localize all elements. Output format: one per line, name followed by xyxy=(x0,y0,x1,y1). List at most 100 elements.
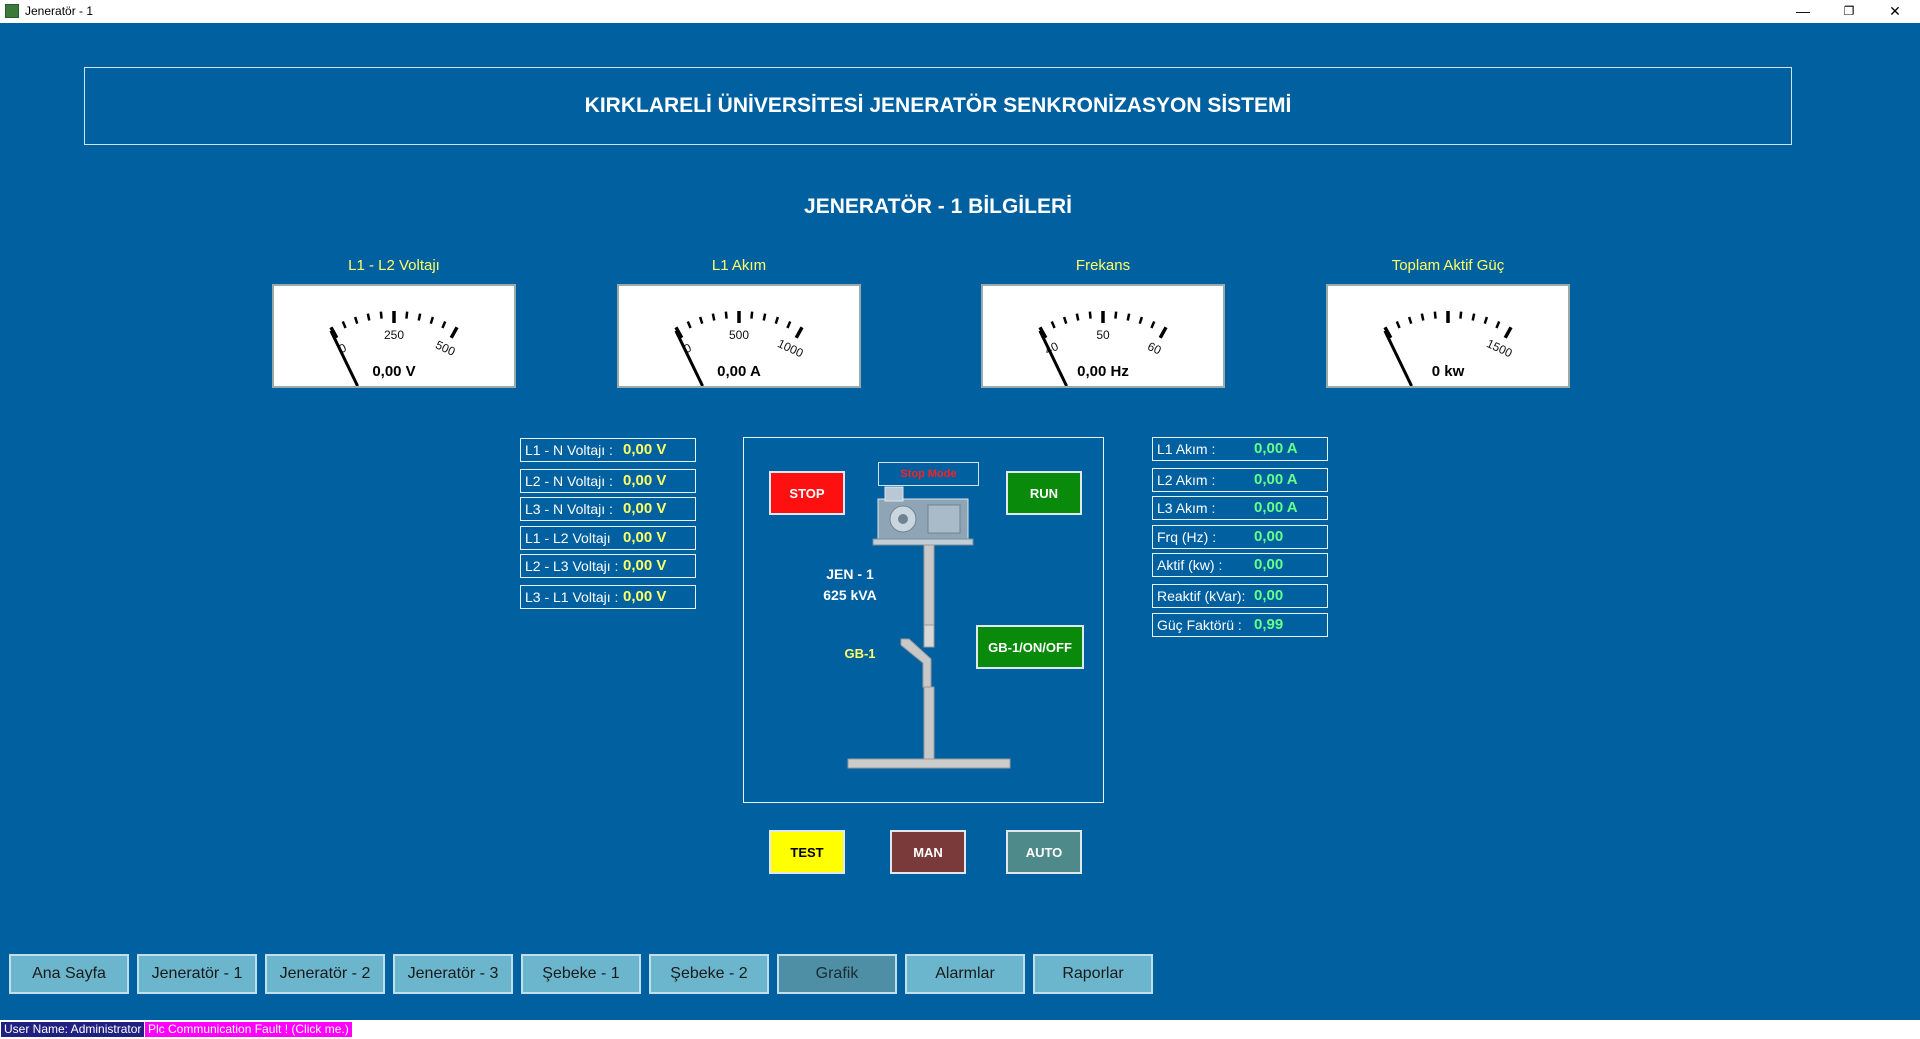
gauge-tick-label: 500 xyxy=(433,338,457,359)
measurement-value: 0,00 xyxy=(1254,556,1284,573)
voltage-value: 0,00 V xyxy=(623,500,667,517)
voltage-label: L1 - L2 Voltajı xyxy=(525,530,611,546)
gauge-tick xyxy=(794,326,804,339)
gauge-tick xyxy=(1126,313,1131,321)
gauge-tick xyxy=(1150,321,1156,329)
voltage-label: L2 - N Voltajı : xyxy=(525,473,613,489)
voltage-label: L1 - N Voltajı : xyxy=(525,442,613,458)
gauge-tick xyxy=(774,316,780,325)
stop-button[interactable]: STOP xyxy=(769,471,845,515)
measurement-row-power-factor: Güç Faktörü : 0,99 xyxy=(1152,613,1328,637)
gauge-tick-label: 60 xyxy=(1145,339,1163,357)
measurement-value: 0,00 A xyxy=(1254,499,1298,516)
nav-generator-1[interactable]: Jeneratör - 1 xyxy=(137,954,257,994)
breaker-label: GB-1 xyxy=(844,646,876,661)
measurement-value: 0,00 xyxy=(1254,587,1284,604)
gauge-tick xyxy=(1471,313,1476,321)
system-title-banner: KIRKLARELİ ÜNİVERSİTESİ JENERATÖR SENKRO… xyxy=(84,67,1792,145)
nav-reports[interactable]: Raporlar xyxy=(1033,954,1153,994)
gauge-tick xyxy=(449,326,459,339)
nav-grid-1[interactable]: Şebeke - 1 xyxy=(521,954,641,994)
nav-generator-2[interactable]: Jeneratör - 2 xyxy=(265,954,385,994)
nav-chart[interactable]: Grafik xyxy=(777,954,897,994)
app-icon xyxy=(5,4,19,18)
plc-fault-alert[interactable]: Plc Communication Fault ! (Click me.) xyxy=(145,1022,352,1037)
gauge-label-power: Toplam Aktif Güç xyxy=(1391,257,1505,274)
measurement-label: L2 Akım : xyxy=(1157,472,1216,488)
maximize-button[interactable]: ❐ xyxy=(1843,4,1855,18)
breaker-contact-top xyxy=(923,624,935,648)
voltage-value: 0,00 V xyxy=(623,441,667,458)
run-button[interactable]: RUN xyxy=(1006,471,1082,515)
gauge-tick xyxy=(1050,321,1056,329)
test-mode-button[interactable]: TEST xyxy=(769,830,845,874)
user-name-label: User Name: Administrator xyxy=(1,1022,145,1037)
gauge-tick xyxy=(1495,321,1501,329)
close-button[interactable]: ✕ xyxy=(1889,3,1901,19)
busbar-lower xyxy=(923,686,935,766)
nav-generator-3[interactable]: Jeneratör - 3 xyxy=(393,954,513,994)
gauge-tick xyxy=(1138,316,1144,325)
measurement-row-frequency: Frq (Hz) : 0,00 xyxy=(1152,525,1328,549)
voltage-row-l1l2: L1 - L2 Voltajı 0,00 V xyxy=(520,526,696,550)
minimize-button[interactable]: — xyxy=(1796,3,1810,19)
single-line-diagram xyxy=(847,486,1011,769)
gauge-tick xyxy=(1114,311,1118,319)
gauge-tick xyxy=(379,311,383,319)
gauge-tick-label: 1500 xyxy=(1484,336,1514,360)
gauge-tick xyxy=(417,313,422,321)
generator-rating: 625 kVA xyxy=(823,587,877,603)
measurement-row-l1-current: L1 Akım : 0,00 A xyxy=(1152,437,1328,461)
measurement-value: 0,00 A xyxy=(1254,440,1298,457)
page-title: JENERATÖR - 1 BİLGİLERİ xyxy=(804,195,1072,218)
nav-grid-2[interactable]: Şebeke - 2 xyxy=(649,954,769,994)
voltage-value: 0,00 V xyxy=(623,472,667,489)
measurement-label: L1 Akım : xyxy=(1157,441,1216,457)
voltage-row-l2l3: L2 - L3 Voltajı : 0,00 V xyxy=(520,554,696,578)
measurement-label: L3 Akım : xyxy=(1157,500,1216,516)
generator-name: JEN - 1 xyxy=(826,566,874,582)
busbar-upper xyxy=(923,544,935,626)
breaker-toggle-button[interactable]: GB-1/ON/OFF xyxy=(976,625,1084,669)
gauge-tick xyxy=(724,311,728,319)
voltage-value: 0,00 V xyxy=(623,557,667,574)
measurement-row-l2-current: L2 Akım : 0,00 A xyxy=(1152,468,1328,492)
auto-mode-button[interactable]: AUTO xyxy=(1006,830,1082,874)
gauge-tick xyxy=(1407,316,1413,325)
nav-alarms[interactable]: Alarmlar xyxy=(905,954,1025,994)
manual-mode-button[interactable]: MAN xyxy=(890,830,966,874)
measurement-label: Güç Faktörü : xyxy=(1157,617,1242,633)
voltage-label: L2 - L3 Voltajı : xyxy=(525,558,619,574)
gauge-tick xyxy=(1075,313,1080,321)
gauge-reading: 0,00 Hz xyxy=(1077,363,1129,380)
gauge-tick xyxy=(1038,326,1048,339)
gauge-tick-label: 250 xyxy=(384,328,404,342)
gauge-tick xyxy=(1395,321,1401,329)
voltage-row-l3n: L3 - N Voltajı : 0,00 V xyxy=(520,497,696,521)
measurement-row-l3-current: L3 Akım : 0,00 A xyxy=(1152,496,1328,520)
generator-set-icon xyxy=(872,486,974,546)
gauge-label-voltage: L1 - L2 Voltajı xyxy=(348,257,440,274)
gauge-tick xyxy=(1062,316,1068,325)
voltage-label: L3 - N Voltajı : xyxy=(525,501,613,517)
main-busbar xyxy=(847,758,1011,769)
gauge-tick xyxy=(1459,311,1463,319)
gauge-tick-label: 50 xyxy=(1096,328,1110,342)
gauge-reading: 0,00 A xyxy=(717,363,761,380)
gauge-tick xyxy=(1433,311,1437,319)
measurement-row-active-power: Aktif (kw) : 0,00 xyxy=(1152,553,1328,577)
gauge-needle xyxy=(329,330,359,386)
nav-home[interactable]: Ana Sayfa xyxy=(9,954,129,994)
gauge-tick xyxy=(441,321,447,329)
measurement-value: 0,00 xyxy=(1254,528,1284,545)
status-bar: User Name: Administrator Plc Communicati… xyxy=(0,1020,1920,1039)
voltage-row-l2n: L2 - N Voltajı : 0,00 V xyxy=(520,469,696,493)
gauge-needle xyxy=(1383,330,1413,386)
voltage-value: 0,00 V xyxy=(623,588,667,605)
window-titlebar: Jeneratör - 1 — ❐ ✕ xyxy=(0,0,1920,23)
gauge-tick xyxy=(686,321,692,329)
